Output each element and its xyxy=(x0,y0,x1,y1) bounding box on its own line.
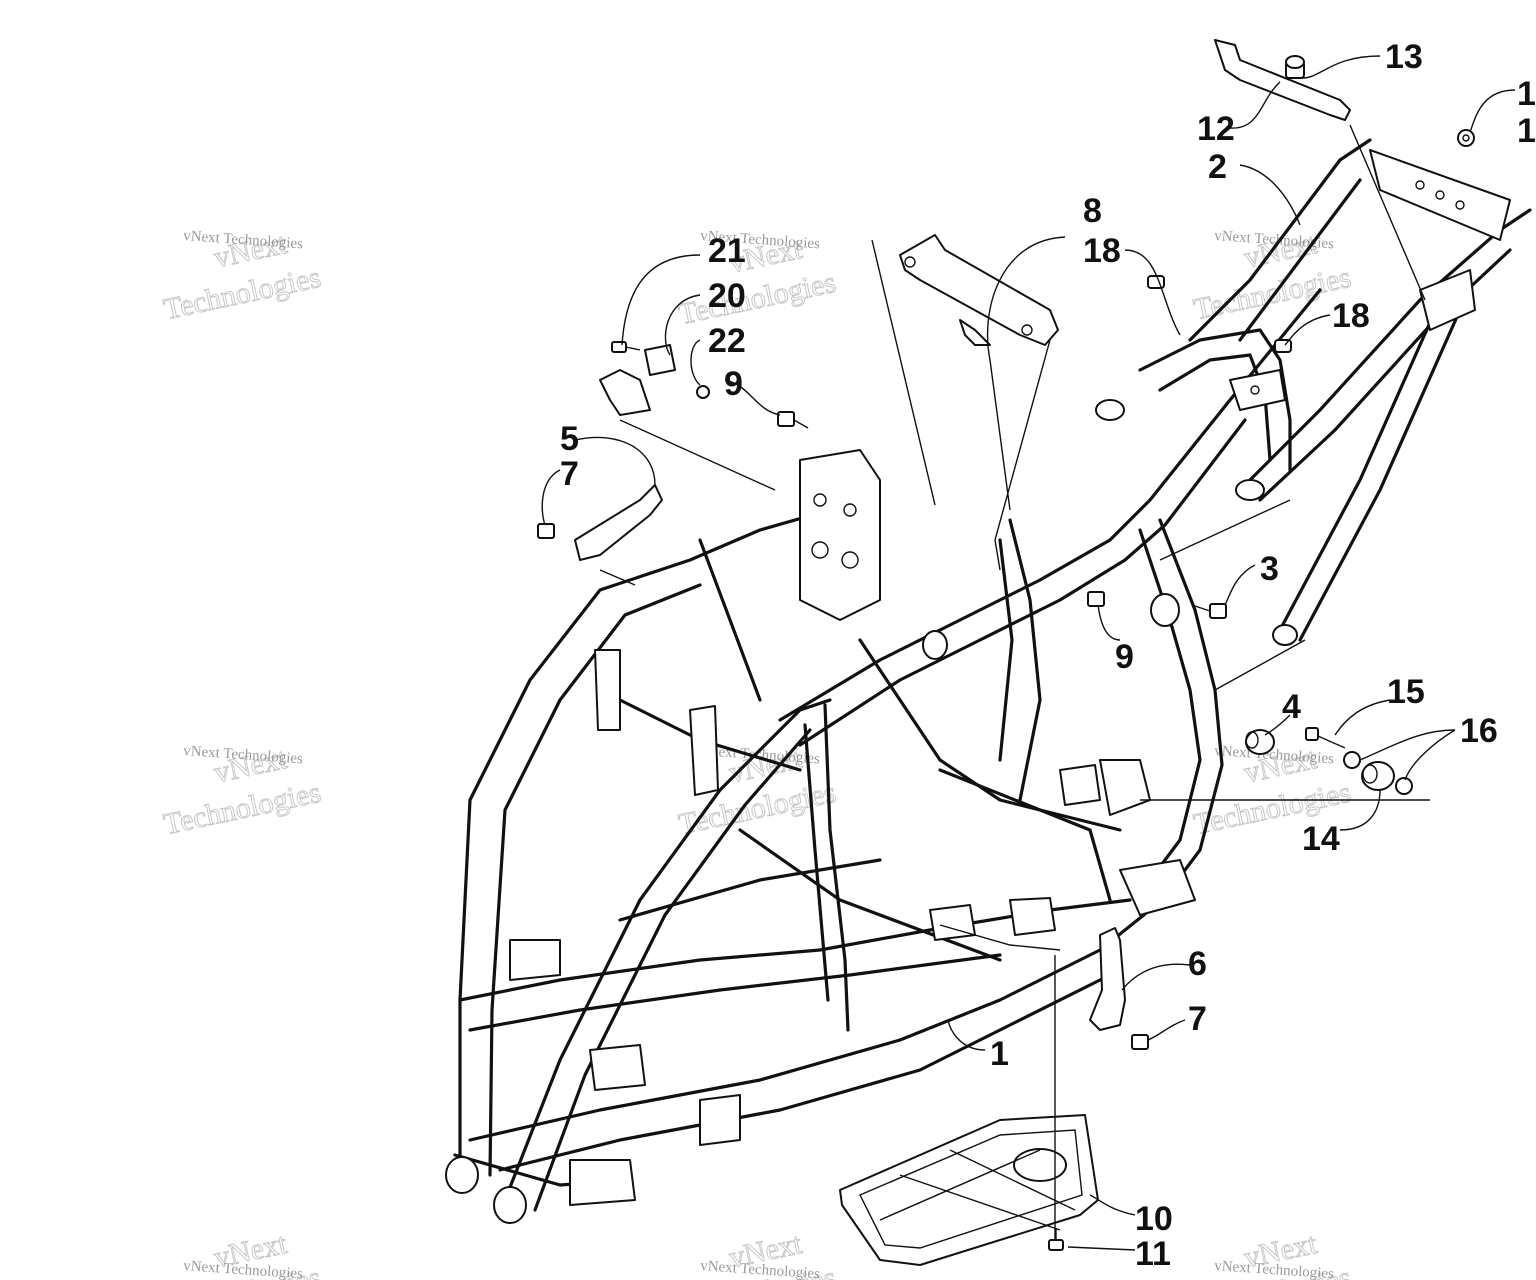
callout-6: 6 xyxy=(1188,945,1207,983)
rear-bracket-part-12 xyxy=(1214,39,1351,121)
bolt-part-9-upper xyxy=(777,411,809,429)
bolt-part-7-upper xyxy=(537,523,555,539)
mount-bracket xyxy=(929,904,976,941)
clamp-bracket-part-20 xyxy=(599,344,676,416)
mount-bracket xyxy=(699,1094,741,1146)
callout-9-upper: 9 xyxy=(724,365,743,403)
callout-18-upper: 18 xyxy=(1083,232,1121,270)
screw-part-11 xyxy=(1048,1228,1064,1251)
callout-19: 19 xyxy=(1517,75,1536,113)
mount-bracket xyxy=(1099,759,1151,816)
rear-subframe xyxy=(1095,138,1532,646)
callout-7-upper: 7 xyxy=(560,455,579,493)
watermark-big-2: Technologies xyxy=(161,776,324,841)
washer-part-16-b xyxy=(1395,777,1413,795)
callout-10: 10 xyxy=(1135,1200,1173,1238)
callout-11: 11 xyxy=(1135,1235,1171,1273)
watermark-big-2: Technologies xyxy=(161,261,324,326)
mount-bracket xyxy=(1059,764,1101,806)
cap-nut-part-13 xyxy=(1285,55,1305,79)
bracket-part-5 xyxy=(574,484,663,561)
tube-end-cap xyxy=(922,630,948,660)
mount-bracket xyxy=(589,1044,646,1091)
washer-part-16-a xyxy=(1343,751,1361,769)
callout-21: 21 xyxy=(708,232,746,270)
skid-plate-part-10 xyxy=(839,1114,1099,1266)
callout-2: 2 xyxy=(1208,148,1227,186)
leader-lines xyxy=(541,55,1516,1251)
main-frame xyxy=(445,288,1322,1224)
watermark-small: vNext Technologies xyxy=(700,1258,821,1280)
watermark-small: vNext Technologies xyxy=(1214,1258,1335,1280)
bolt-part-7-lower xyxy=(1131,1034,1149,1050)
mount-bracket xyxy=(509,939,561,981)
bolt-part-3 xyxy=(1191,603,1227,619)
subframe-mount-eye xyxy=(1235,479,1265,501)
plug-part-18-lower xyxy=(1274,339,1292,353)
nut-part-22 xyxy=(696,385,710,399)
callout-17: 17 xyxy=(1517,112,1536,150)
watermark-small: vNext Technologies xyxy=(183,1258,304,1280)
bracket-part-6 xyxy=(1089,927,1126,1031)
bolt-part-9-lower xyxy=(1087,591,1105,607)
bolt-part-15 xyxy=(1305,727,1346,749)
plug-part-18-upper xyxy=(1147,275,1165,289)
callout-4: 4 xyxy=(1282,688,1301,726)
tube-end-cap xyxy=(493,1186,527,1224)
callout-12: 12 xyxy=(1197,110,1235,148)
bushing-part-14 xyxy=(1361,761,1395,791)
screw-part-21 xyxy=(611,341,641,353)
rear-crossmember xyxy=(1369,149,1511,241)
callout-1: 1 xyxy=(990,1035,1009,1073)
callout-7-lower: 7 xyxy=(1188,1000,1207,1038)
callout-3: 3 xyxy=(1260,550,1279,588)
tube-end-cap xyxy=(1150,593,1180,627)
callout-15: 15 xyxy=(1387,673,1425,711)
callout-20: 20 xyxy=(708,277,746,315)
callout-14: 14 xyxy=(1302,820,1340,858)
mount-bracket xyxy=(569,1159,636,1206)
bushing-part-4 xyxy=(1245,729,1275,755)
callout-9-lower: 9 xyxy=(1115,638,1134,676)
callout-5: 5 xyxy=(560,420,579,458)
callout-13: 13 xyxy=(1385,38,1423,76)
support-bar-part-8 xyxy=(899,234,1059,346)
mount-bracket xyxy=(1119,859,1196,916)
subframe-plate xyxy=(1229,369,1286,411)
side-plate xyxy=(594,649,621,731)
callout-22: 22 xyxy=(708,322,746,360)
tube-end-cap xyxy=(445,1156,479,1194)
callout-18-lower: 18 xyxy=(1332,297,1370,335)
callout-8: 8 xyxy=(1083,192,1102,230)
nut-part-19 xyxy=(1457,129,1475,147)
engine-mount-plate xyxy=(799,449,881,621)
rear-gusset xyxy=(1419,269,1476,331)
mount-bracket xyxy=(1009,897,1056,936)
watermark-big-2: Technologies xyxy=(676,266,839,331)
subframe-mount-eye xyxy=(1272,624,1298,646)
subframe-mount-eye xyxy=(1095,399,1125,421)
callout-labels: 1 2 3 4 5 6 7 7 8 9 9 10 11 12 13 14 15 … xyxy=(560,38,1536,1273)
callout-16: 16 xyxy=(1460,712,1498,750)
side-plate xyxy=(689,705,719,796)
